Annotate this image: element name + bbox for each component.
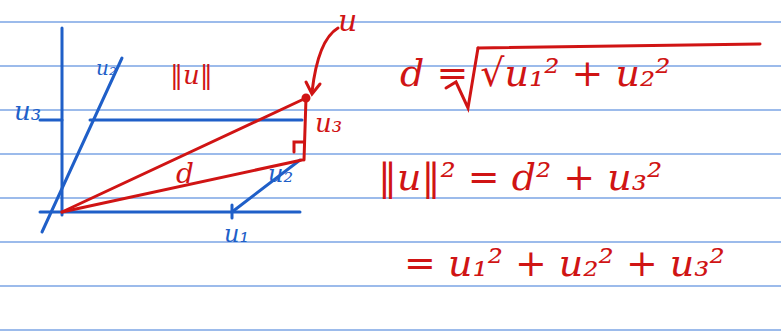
component-label: u₂ xyxy=(268,162,293,186)
vector-name: u xyxy=(338,6,357,36)
axes xyxy=(40,28,302,232)
axis-label: u₃ xyxy=(14,98,41,124)
component-label: u₃ xyxy=(315,110,342,136)
length-label: d xyxy=(176,160,194,188)
vector-lines xyxy=(62,28,760,212)
ruled-lines xyxy=(0,22,781,330)
norm-label: ‖u‖ xyxy=(170,62,213,88)
axis-label: u₂ xyxy=(96,58,117,78)
equation: ‖u‖² = d² + u₃² xyxy=(378,158,662,196)
equation: = u₁² + u₂² + u₃² xyxy=(404,244,725,282)
equation: d = √u₁² + u₂² xyxy=(400,54,670,92)
radical-bar xyxy=(478,44,760,48)
component-label: u₁ xyxy=(224,222,249,246)
